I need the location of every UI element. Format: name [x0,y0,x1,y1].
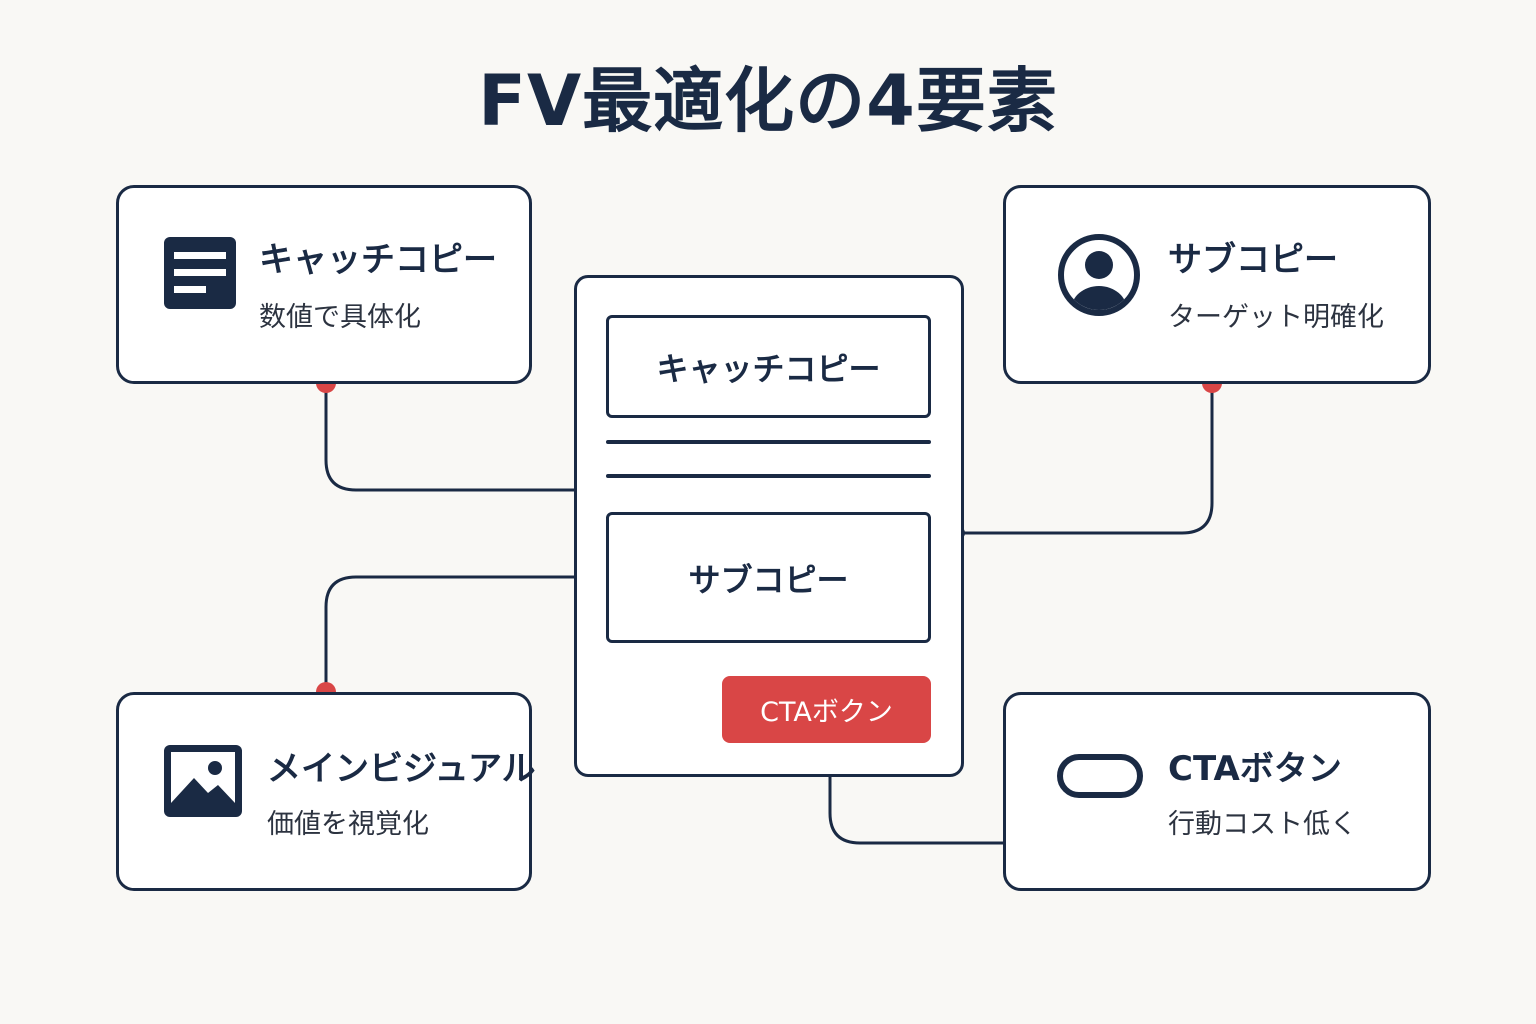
mockup-text-line-1 [606,440,931,444]
card-main-visual: メインビジュアル 価値を視覚化 [116,692,536,891]
connector-main-visual [324,575,574,692]
page-title: FV最適化の4要素 [478,60,1058,142]
document-lines-icon [164,237,236,313]
card-cta-button-title: CTAボタン [1168,749,1342,789]
image-icon [164,745,242,821]
card-sub-copy: サブコピー ターゲット明確化 [1003,185,1431,384]
connector-sub-copy [959,383,1214,535]
card-sub-copy-title: サブコピー [1168,240,1338,280]
mockup-sub-copy-box: サブコピー [606,512,931,643]
card-main-visual-title: メインビジュアル [267,749,536,789]
user-circle-icon [1056,232,1142,322]
card-catch-copy-desc: 数値で具体化 [259,302,421,333]
pill-button-icon [1056,753,1144,803]
card-cta-button: CTAボタン 行動コスト低く [1003,692,1431,891]
card-cta-button-desc: 行動コスト低く [1168,809,1357,840]
card-main-visual-desc: 価値を視覚化 [267,809,429,840]
mockup-catch-copy-box: キャッチコピー [606,315,931,418]
card-catch-copy: キャッチコピー 数値で具体化 [116,185,532,384]
card-sub-copy-desc: ターゲット明確化 [1168,302,1384,333]
connector-cta-button [828,758,1004,845]
mockup-text-line-2 [606,474,931,478]
connector-catch-copy [324,383,593,492]
card-catch-copy-title: キャッチコピー [259,240,497,280]
mockup-cta-button[interactable]: CTAボクン [722,676,931,743]
